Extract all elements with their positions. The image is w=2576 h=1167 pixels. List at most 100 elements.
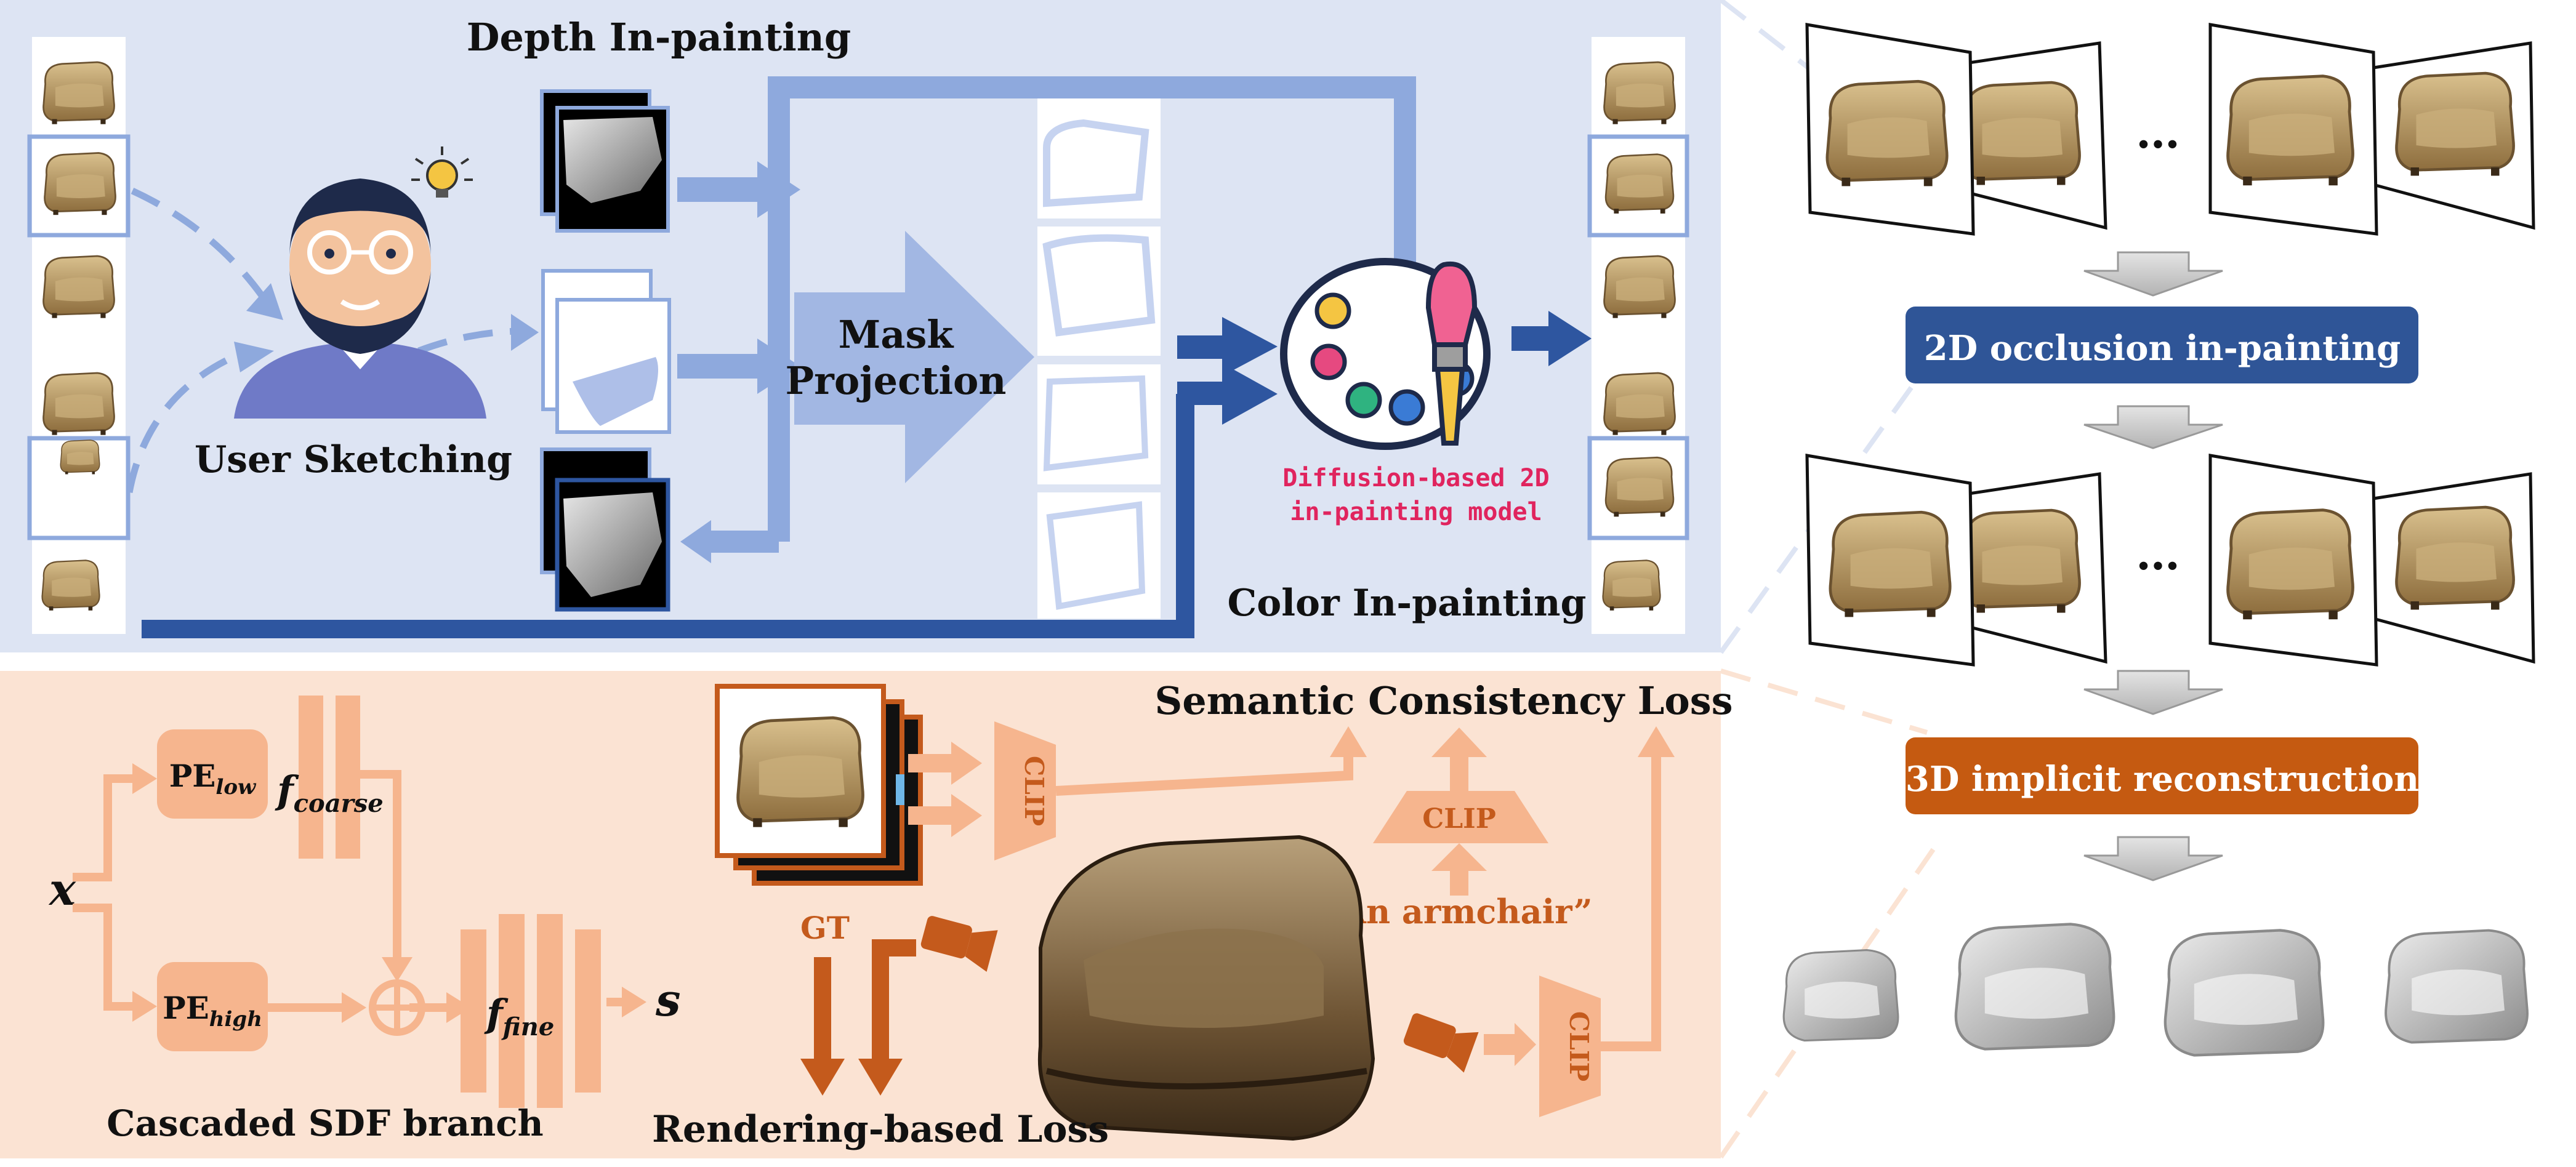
input-view-2 [44,152,116,216]
top-panel: Depth In-painting [0,0,1721,652]
sum-node [369,979,425,1036]
sdf-arrowheads [132,763,646,1023]
rendering-loss-label: Rendering-based Loss [652,1108,1109,1151]
depth-map-stack-top [540,89,670,233]
mask-projection-arrow [794,231,1034,483]
occlusion-inpainting-box [1906,307,2418,383]
f-coarse-layers [299,696,360,859]
input-view-5-occluded [59,439,101,475]
dashed-arrowheads [234,283,539,372]
mesh-4 [2386,931,2527,1043]
mask-projection-label-1: Mask [839,312,955,357]
projected-masks-column [1037,98,1161,619]
sketch-mask-stack [541,269,671,434]
input-view-3 [42,255,116,319]
clip-right-to-loss-line [1601,754,1661,1051]
input-view-6 [41,559,101,612]
occlusion-inpainting-label: 2D occlusion in-painting [1924,328,2401,369]
pe-high-box [157,962,268,1051]
output-view-6 [1601,559,1662,612]
pe-high-label: PEhigh [163,990,262,1032]
output-view-frame-1 [1587,134,1689,238]
gt-chair-image [738,718,863,827]
clip-encoder-right [1539,976,1601,1117]
output-view-frame-2 [1587,436,1689,540]
ellipsis-mid: … [2136,527,2180,580]
down-arrow-4 [2083,836,2223,881]
top-connector-lines [1718,0,1936,654]
model-label-line1: Diffusion-based 2D [1282,464,1549,492]
output-view-3 [1603,255,1676,319]
model-output-arrow [1511,311,1592,366]
gt-to-clip-arrows [908,742,982,837]
gt-image-stack [715,684,923,886]
model-label-line2: in-painting model [1290,498,1542,526]
reconstructed-meshes [1784,924,2527,1055]
implicit-reconstruction-label: 3D implicit reconstruction [1906,759,2419,800]
clip-mid-label: CLIP [1422,803,1496,835]
user-sketching-label: User Sketching [195,438,512,481]
depth-inpainting-title: Depth In-painting [467,15,851,60]
clip-left-label: CLIP [1019,756,1049,826]
clip-text-encoder [1373,791,1548,843]
lightbulb-icon [411,146,473,198]
person-with-lightbulb-icon [234,146,486,419]
clip-mid-up-arrow [1431,728,1487,757]
camera-to-clip-arrowhead [1515,1023,1536,1066]
views-row-inpainted [1805,454,2535,667]
input-variable-x: x [48,863,76,915]
output-view-1 [1603,61,1676,126]
pe-low-box [157,729,268,819]
input-view-4 [42,372,115,436]
dashed-arrows-to-user [126,188,518,494]
into-model-arrows [1177,317,1278,425]
down-arrow-2 [2083,405,2223,449]
input-view-1 [42,61,115,126]
down-arrow-1 [2083,251,2223,297]
mask-projection-label-2: Projection [786,358,1007,403]
clip-right-label: CLIP [1564,1011,1594,1081]
implicit-reconstruction-box [1906,737,2418,814]
mesh-1 [1784,950,1898,1041]
feedback-arrowhead [680,520,711,563]
color-bottom-loop [142,394,1194,638]
rendering-loss-arrows [800,939,916,1096]
input-column-bg [32,37,126,634]
gt-label: GT [800,910,850,946]
output-view-4 [1603,372,1676,436]
f-fine-layers [461,914,601,1108]
color-inpainting-title: Color In-painting [1227,582,1586,625]
down-arrow-3 [2083,670,2223,715]
clip-left-to-loss-line [1055,754,1353,796]
output-column-bg [1592,37,1685,634]
output-view-5-inpainted [1604,456,1675,518]
camera-icon-right [1403,1013,1479,1073]
output-views-column [1587,37,1689,634]
text-prompt-label: “An armchair” [1326,892,1592,931]
input-views-column [27,37,131,634]
output-variable-s: s [655,974,681,1026]
mesh-2 [1956,924,2114,1049]
paint-palette-icon [1280,258,1491,450]
mesh-3 [2165,930,2323,1055]
views-row-occluded [1805,23,2535,236]
bottom-connector-lines [1718,668,1936,1159]
ellipsis-top: … [2136,106,2180,158]
cascaded-sdf-label: Cascaded SDF branch [107,1102,543,1144]
right-column: … 2D occlusion in-painting … 3D implicit… [1784,23,2535,1055]
semantic-consistency-loss-label: Semantic Consistency Loss [1154,678,1733,723]
pe-low-label: PElow [169,758,257,800]
sdf-input-lines [73,770,625,1012]
clip-left-arrowhead [1330,726,1367,757]
output-view-2 [1604,153,1675,215]
clip-right-arrowhead [1638,726,1675,757]
prompt-up-arrow [1431,843,1487,871]
bottom-panel: x PElow PEhigh fcoarse [0,671,1733,1158]
rendered-armchair [1037,835,1375,1141]
selected-view-frame-1 [27,134,131,238]
depth-feedback-loop [708,76,1416,553]
clip-encoder-left [994,721,1056,860]
camera-icon [920,916,998,972]
